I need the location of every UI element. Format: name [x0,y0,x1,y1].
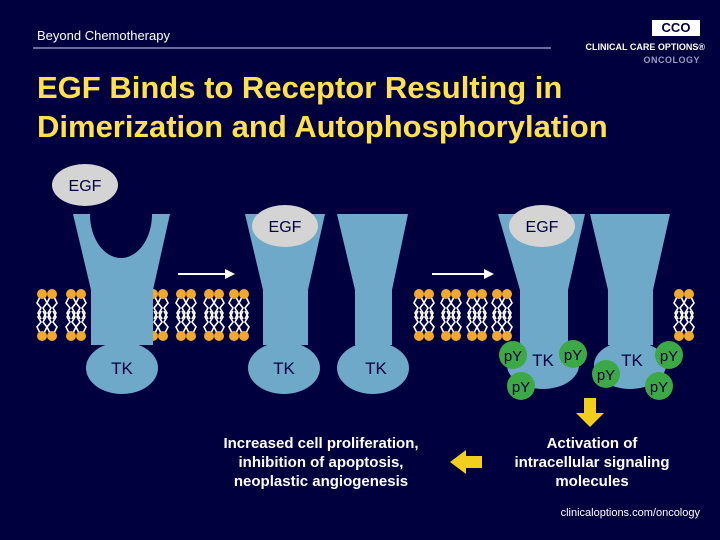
lipid-bottom [683,310,695,342]
py-label-3: pY [564,347,582,364]
lipid-bottom [157,310,169,342]
py-label-4: pY [597,367,615,384]
tk-label-5: TK [621,351,643,370]
transition-arrow-2 [432,269,494,279]
lipid-bottom [228,310,240,342]
receptor-dimer [498,205,670,345]
outcome-right-line-1: Activation of [546,435,638,452]
lipid-bottom [36,310,48,342]
lipid-bottom [476,310,488,342]
section-subtitle: Beyond Chemotherapy [37,28,170,43]
lipid-bottom [213,310,225,342]
receptor-partner [337,214,408,345]
egf-ligand-free [52,164,118,206]
lipid-bottom [46,310,58,342]
down-arrow [576,398,604,427]
slide-title: EGF Binds to Receptor Resulting in Dimer… [37,70,608,144]
tk-label-1: TK [111,359,133,378]
receptor-egf-bound [245,205,325,345]
header-divider [33,47,551,49]
lipid-bottom [501,310,513,342]
outcome-left: Increased cell proliferation, inhibition… [196,434,446,491]
lipid-bottom [75,310,87,342]
footer-url: clinicaloptions.com/oncology [560,507,700,519]
lipid-bottom [450,310,462,342]
egf-label-bound: EGF [269,219,302,236]
tk-label-4: TK [532,351,554,370]
tk-label-2: TK [273,359,295,378]
py-label-6: pY [650,379,668,396]
receptor-unbound [73,214,170,345]
left-arrow [450,450,482,474]
egf-label-free: EGF [69,178,102,195]
outcome-left-line-1: Increased cell proliferation, [223,435,419,452]
lipid-bottom [423,310,435,342]
outcome-right: Activation of intracellular signaling mo… [492,434,692,491]
py-label-5: pY [660,348,678,365]
outcome-left-line-2: inhibition of apoptosis, [238,454,404,471]
egf-label-dimer: EGF [526,219,559,236]
tk-label-3: TK [365,359,387,378]
cco-logo: CCO CLINICAL CARE OPTIONS® ONCOLOGY [570,18,705,68]
lipid-bottom [65,310,77,342]
lipid-bottom [440,310,452,342]
outcome-right-line-2: intracellular signaling [514,454,670,471]
logo-subtext: ONCOLOGY [643,55,700,65]
lipid-bottom [466,310,478,342]
lipid-bottom [175,310,187,342]
logo-text: CLINICAL CARE OPTIONS® [585,42,705,52]
outcome-left-line-3: neoplastic angiogenesis [233,473,409,490]
lipid-bottom [203,310,215,342]
py-label-2: pY [512,379,530,396]
logo-mark: CCO [652,20,700,36]
lipid-bottom [185,310,197,342]
lipid-bottom [238,310,250,342]
outcome-right-line-3: molecules [555,473,629,490]
tk-domain-3 [337,342,409,394]
lipid-bottom [413,310,425,342]
py-label-1: pY [504,348,522,365]
lipid-bottom [673,310,685,342]
lipid-bottom [491,310,503,342]
tk-domain-2 [248,342,320,394]
transition-arrow-1 [178,269,235,279]
tk-domain-1 [86,342,158,394]
phosphotyrosines [499,340,683,400]
